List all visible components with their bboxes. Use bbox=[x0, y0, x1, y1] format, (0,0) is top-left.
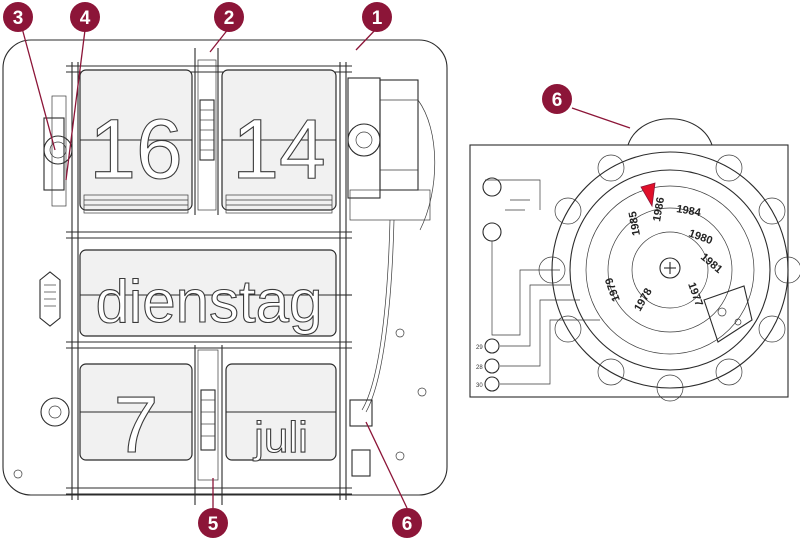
year-label: 1986 bbox=[651, 196, 667, 222]
month-name: juli bbox=[252, 413, 308, 462]
callout-4: 4 bbox=[70, 2, 100, 32]
svg-text:4: 4 bbox=[80, 8, 91, 29]
minute-flip-unit: 14 bbox=[221, 69, 337, 214]
year-label: 1981 bbox=[698, 251, 724, 276]
bezel-lobes bbox=[538, 154, 800, 402]
hour-digits: 16 bbox=[89, 102, 182, 196]
year-pointer-icon bbox=[640, 182, 656, 208]
year-label: 1978 bbox=[632, 286, 655, 313]
minute-digits: 14 bbox=[232, 102, 325, 196]
svg-text:2: 2 bbox=[224, 8, 235, 29]
callout-5: 5 bbox=[198, 508, 228, 538]
svg-text:1: 1 bbox=[372, 8, 383, 29]
pcb-pin-label: 28 bbox=[476, 365, 483, 371]
svg-text:6: 6 bbox=[402, 514, 413, 535]
pcb-pin-label: 30 bbox=[476, 383, 483, 389]
day-flip-unit: 7 bbox=[79, 363, 193, 470]
pcb-pin-label: 29 bbox=[476, 345, 483, 351]
callout-2: 2 bbox=[214, 2, 244, 32]
left-gear-assembly bbox=[39, 95, 73, 427]
svg-text:6: 6 bbox=[552, 90, 563, 111]
year-label: 1980 bbox=[687, 228, 714, 248]
callout-leaders bbox=[21, 27, 631, 509]
callout-1: 1 bbox=[362, 2, 392, 32]
year-label: 1977 bbox=[685, 281, 705, 308]
hour-flip-unit: 16 bbox=[79, 69, 193, 214]
svg-text:5: 5 bbox=[208, 514, 219, 535]
year-label: 1979 bbox=[603, 276, 623, 303]
weekday-flip-unit: dienstag bbox=[79, 249, 352, 337]
right-movement bbox=[347, 77, 436, 477]
year-label: 1984 bbox=[675, 203, 702, 219]
year-label: 1985 bbox=[627, 210, 643, 236]
day-digits: 7 bbox=[114, 380, 159, 469]
clock-housing bbox=[2, 39, 448, 496]
hour-gear-stack bbox=[197, 59, 217, 211]
day-gear-stack bbox=[197, 349, 219, 481]
svg-text:3: 3 bbox=[13, 8, 24, 29]
weekday-name: dienstag bbox=[96, 268, 323, 335]
callout-3: 3 bbox=[3, 2, 33, 32]
month-flip-unit: juli bbox=[225, 363, 337, 463]
callout-6-detail: 6 bbox=[542, 84, 572, 114]
callout-6-main: 6 bbox=[392, 508, 422, 538]
year-wheel-detail: 29 28 30 1986 1984 1985 1980 1979 bbox=[469, 118, 800, 402]
